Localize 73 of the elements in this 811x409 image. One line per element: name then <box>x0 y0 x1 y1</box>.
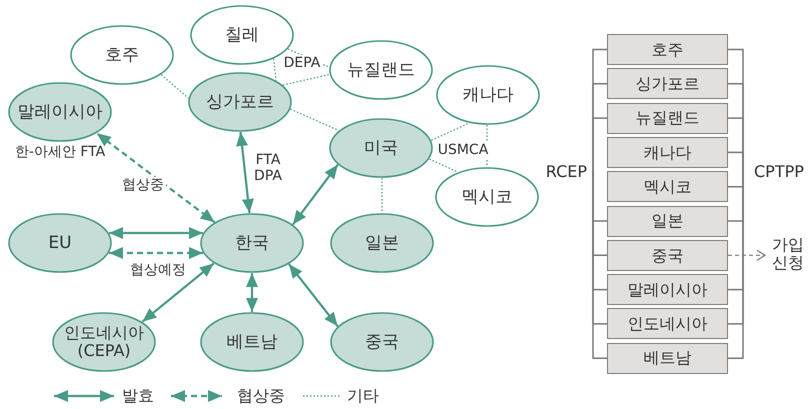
arrow <box>246 273 258 312</box>
country-name: 말레이시아 <box>628 280 708 298</box>
country-name: 일본 <box>652 212 684 230</box>
country-name: 호주 <box>105 46 139 64</box>
arrow <box>728 250 766 261</box>
dotted-line <box>282 74 330 86</box>
agreement-label: CPTPP <box>754 163 804 181</box>
country-ellipse <box>330 213 434 273</box>
member-box <box>607 240 728 271</box>
arrow <box>109 227 203 239</box>
member-box <box>607 206 728 236</box>
country-name: 중국 <box>652 246 684 264</box>
arrow <box>96 132 216 224</box>
country-name: 베트남 <box>644 349 692 367</box>
dotted-line <box>160 74 189 99</box>
country-name: 멕시코 <box>462 188 512 206</box>
legend-label: 협상중 <box>235 386 287 406</box>
arrow <box>142 262 214 323</box>
country-name: 칠레 <box>225 26 259 44</box>
note-text: 가입 신청 <box>771 236 805 272</box>
country-name: 베트남 <box>226 332 278 352</box>
agreement-label: RCEP <box>546 163 587 181</box>
member-box <box>607 308 728 340</box>
member-box <box>607 171 728 202</box>
country-ellipse <box>8 82 112 142</box>
country-ellipse <box>70 25 174 85</box>
country-ellipse <box>200 312 304 372</box>
country-name: 일본 <box>365 234 399 252</box>
country-ellipse <box>8 213 112 273</box>
legend-label: 기타 <box>345 386 381 406</box>
country-ellipse <box>329 40 433 100</box>
agreement-label: USMCA <box>436 142 490 158</box>
country-name: EU <box>48 234 72 252</box>
country-ellipse <box>188 72 292 132</box>
country-ellipse <box>200 213 304 273</box>
arrow <box>288 263 339 327</box>
edge-label: 협상중 <box>120 176 166 194</box>
country-ellipse <box>435 167 539 227</box>
member-box <box>607 136 728 168</box>
country-name: 중국 <box>365 332 399 352</box>
member-box <box>607 274 728 306</box>
arrow <box>109 247 203 259</box>
country-name: 인도네시아 <box>628 315 708 333</box>
country-name: 인도네시아 (CEPA) <box>63 324 145 360</box>
member-box <box>607 68 728 100</box>
country-name: 멕시코 <box>644 178 692 196</box>
country-ellipse <box>52 312 156 372</box>
country-name: 뉴질랜드 <box>636 109 700 127</box>
dotted-line <box>431 122 470 141</box>
bracket <box>592 48 607 359</box>
member-box <box>607 102 728 134</box>
dotted-line <box>429 158 458 173</box>
dotted-line <box>273 58 277 80</box>
country-name: 호주 <box>652 40 684 58</box>
country-name: 말레이시아 <box>18 102 102 122</box>
country-ellipse <box>329 118 433 178</box>
member-box <box>607 342 728 374</box>
country-name: 캐나다 <box>462 86 514 104</box>
country-name: 싱가포르 <box>206 92 274 112</box>
agreement-label: 한-아세안 FTA <box>14 144 106 160</box>
country-name: 한국 <box>235 234 269 252</box>
country-name: 싱가포르 <box>636 75 700 93</box>
arrow <box>292 164 339 226</box>
bracket <box>728 48 744 359</box>
country-ellipse <box>330 312 434 372</box>
country-name: 뉴질랜드 <box>347 60 415 80</box>
arrow <box>236 132 254 214</box>
country-name: 미국 <box>364 138 398 158</box>
member-box <box>607 34 728 65</box>
dotted-line <box>381 178 383 213</box>
country-name: 캐나다 <box>644 144 692 162</box>
dotted-line <box>290 108 339 132</box>
country-ellipse <box>436 65 540 125</box>
